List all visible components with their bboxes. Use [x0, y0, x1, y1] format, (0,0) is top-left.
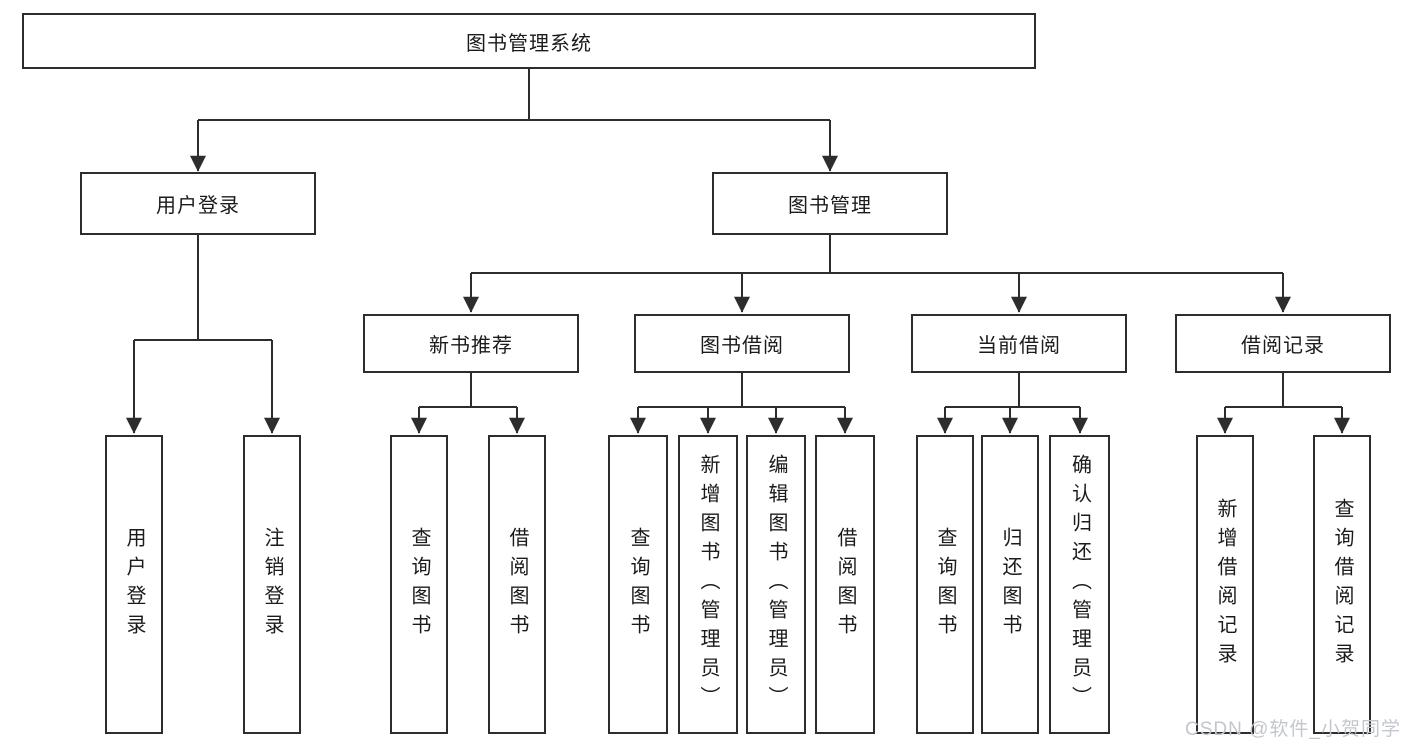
node-book-management: 图书管理 [712, 172, 948, 235]
branch-current-borrow [945, 373, 1080, 408]
branch-book-borrow [638, 373, 845, 408]
node-label: 确认归还（管理员） [1068, 454, 1091, 715]
leaf-add-borrow-record: 新增借阅记录 [1196, 435, 1254, 734]
node-label: 新增借阅记录 [1214, 497, 1236, 672]
node-label: 图书管理系统 [466, 32, 592, 55]
node-label: 借阅图书 [506, 526, 528, 643]
branch-user-login [134, 235, 272, 341]
leaf-logout: 注销登录 [243, 435, 301, 734]
node-label: 图书借阅 [700, 335, 784, 357]
leaf-query-books-recommend: 查询图书 [390, 435, 448, 734]
leaf-confirm-return-admin: 确认归还（管理员） [1049, 435, 1110, 734]
node-label: 编辑图书（管理员） [765, 454, 787, 715]
node-current-borrow: 当前借阅 [911, 314, 1127, 373]
node-borrow-records: 借阅记录 [1175, 314, 1391, 373]
leaf-edit-book-admin: 编辑图书（管理员） [746, 435, 806, 734]
leaf-borrow-books-recommend: 借阅图书 [488, 435, 546, 734]
leaf-user-login: 用户登录 [105, 435, 163, 734]
node-label: 注销登录 [261, 526, 283, 643]
leaf-query-books-borrow: 查询图书 [608, 435, 668, 734]
node-label: 新书推荐 [429, 335, 513, 357]
branch-root [198, 69, 830, 121]
branch-new-book-recommend [419, 373, 517, 408]
node-label: 借阅记录 [1241, 335, 1325, 357]
node-root: 图书管理系统 [22, 13, 1036, 69]
watermark: CSDN @软件_小贺同学 [1185, 719, 1401, 740]
node-label: 查询图书 [934, 526, 956, 643]
node-label: 当前借阅 [977, 335, 1061, 357]
leaf-query-borrow-record: 查询借阅记录 [1313, 435, 1371, 734]
node-label: 图书管理 [788, 195, 872, 217]
leaf-query-books-current: 查询图书 [916, 435, 974, 734]
node-label: 用户登录 [123, 526, 145, 643]
branch-borrow-records [1225, 373, 1342, 408]
node-label: 归还图书 [999, 526, 1021, 643]
leaf-return-book: 归还图书 [981, 435, 1039, 734]
leaf-add-book-admin: 新增图书（管理员） [678, 435, 738, 734]
node-label: 查询图书 [627, 526, 649, 643]
branch-book-management [471, 235, 1283, 274]
node-new-book-recommend: 新书推荐 [363, 314, 579, 373]
leaf-borrow-books-borrow: 借阅图书 [815, 435, 875, 734]
node-label: 查询借阅记录 [1331, 497, 1353, 672]
node-book-borrow: 图书借阅 [634, 314, 850, 373]
node-user-login: 用户登录 [80, 172, 316, 235]
node-label: 查询图书 [408, 526, 430, 643]
node-label: 用户登录 [156, 195, 240, 217]
node-label: 新增图书（管理员） [697, 454, 719, 715]
node-label: 借阅图书 [834, 526, 856, 643]
